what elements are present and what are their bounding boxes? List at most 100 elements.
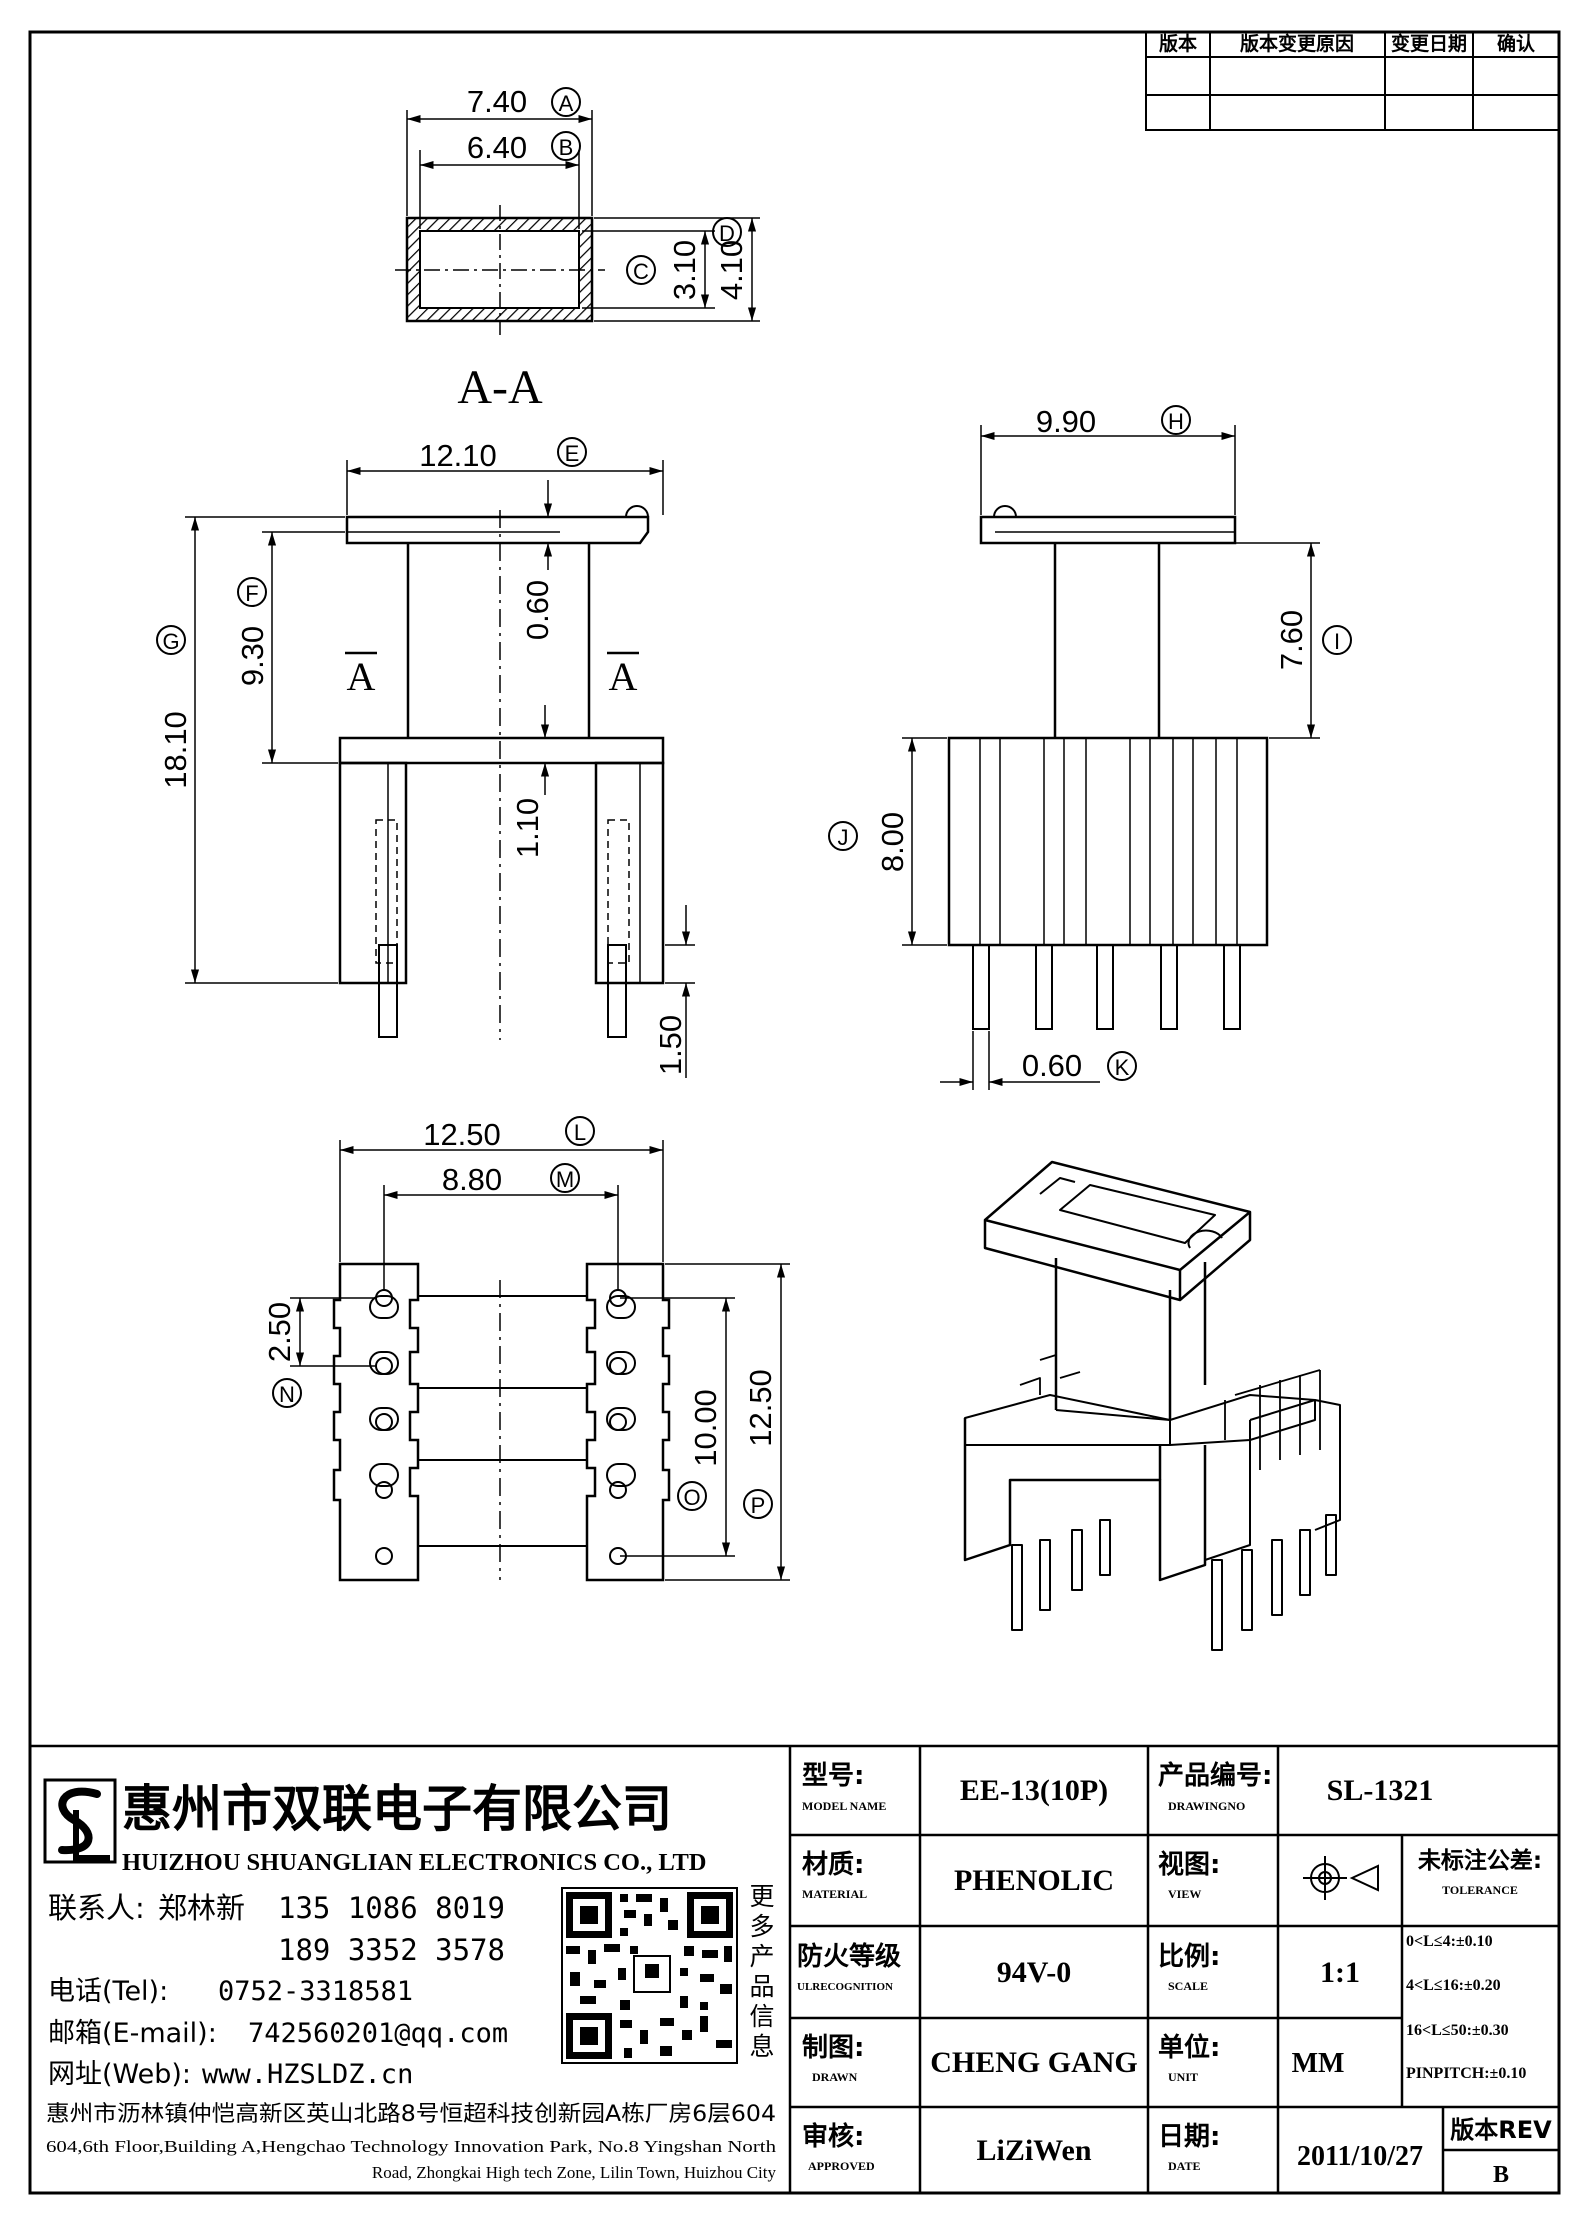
dim-b-value: 6.40 <box>467 130 527 165</box>
dim-b-tag: B <box>559 135 574 160</box>
isometric-view <box>963 1160 1341 1651</box>
dim-g-balloon <box>156 625 186 655</box>
dim-o-value: 10.00 <box>688 1389 723 1467</box>
contact-label: 联系人: <box>48 1891 145 1925</box>
dim-p-balloon <box>743 1489 773 1519</box>
address-en-2: Road, Zhongkai High tech Zone, Lilin Tow… <box>372 2163 777 2182</box>
dim-c-value: 3.10 <box>667 240 702 300</box>
dim-o-tag: O <box>683 1485 700 1510</box>
qr-caption-1: 更 <box>749 1882 774 1911</box>
bottom-view <box>332 1262 671 1582</box>
dim-a-value: 7.40 <box>467 84 527 119</box>
dim-b-balloon <box>551 131 581 161</box>
tel-label: 电话(Tel): <box>48 1976 168 2007</box>
contact-phone-1: 135 1086 8019 <box>278 1891 505 1925</box>
view-label-en: VIEW <box>1168 1887 1201 1901</box>
front-view <box>338 505 665 1040</box>
dim-d-value: 4.10 <box>714 240 749 300</box>
scale-label-cn: 比例: <box>1158 1942 1220 1972</box>
contact-name: 郑林新 <box>158 1891 245 1925</box>
dim-j-tag: J <box>838 825 849 850</box>
dim-g-value: 18.10 <box>158 711 193 789</box>
side-view <box>947 505 1269 1030</box>
dim-k-value: 0.60 <box>1022 1048 1082 1083</box>
dim-h-value: 9.90 <box>1036 404 1096 439</box>
tolerance-label-cn: 未标注公差: <box>1418 1847 1542 1874</box>
tolerance-1: 0<L≤4:±0.10 <box>1406 1933 1493 1950</box>
web-label: 网址(Web): <box>48 2059 191 2090</box>
tel-value: 0752-3318581 <box>218 1976 413 2007</box>
web-value: www.HZSLDZ.cn <box>202 2059 413 2090</box>
tolerance-3: 16<L≤50:±0.30 <box>1406 2022 1509 2039</box>
dim-a-tag: A <box>559 91 574 116</box>
date-value: 2011/10/27 <box>1297 2141 1423 2172</box>
qr-caption-3: 产 <box>749 1942 774 1971</box>
unit-value: MM <box>1292 2048 1345 2079</box>
date-label-en: DATE <box>1168 2159 1200 2173</box>
model-label-cn: 型号: <box>802 1761 864 1791</box>
dim-h-balloon <box>1161 405 1191 435</box>
dim-a-balloon <box>551 87 581 117</box>
qr-caption-2: 多 <box>749 1912 774 1941</box>
qr-code <box>561 1887 738 2064</box>
rev-label: 版本REV <box>1450 2116 1552 2144</box>
qr-caption-4: 品 <box>749 1972 774 2001</box>
drawing-label-cn: 产品编号: <box>1158 1760 1272 1791</box>
fire-label-cn: 防火等级 <box>797 1941 901 1972</box>
dim-m-balloon <box>550 1163 580 1193</box>
qr-caption-5: 信 <box>749 2002 774 2031</box>
email-label: 邮箱(E-mail): <box>48 2018 217 2049</box>
dim-f-tag: F <box>245 581 258 606</box>
dim-p-tag: P <box>751 1493 766 1518</box>
drawing-no-value: SL-1321 <box>1327 1774 1434 1807</box>
view-label-cn: 视图: <box>1158 1850 1220 1880</box>
dim-m-value: 8.80 <box>442 1162 502 1197</box>
dim-g-tag: G <box>162 629 179 654</box>
drawing-border <box>28 30 1561 2195</box>
dim-l-tag: L <box>574 1120 586 1145</box>
fire-label-en: ULRECOGNITION <box>797 1981 893 1993</box>
scale-label-en: SCALE <box>1168 1979 1208 1993</box>
approved-label-en: APPROVED <box>808 2159 875 2173</box>
rev-header-confirm: 确认 <box>1497 32 1535 55</box>
dim-flange-value: 1.10 <box>510 798 545 858</box>
section-mark-right: A <box>609 654 638 699</box>
unit-label-cn: 单位: <box>1158 2032 1220 2063</box>
drawn-value: CHENG GANG <box>930 2046 1138 2079</box>
fire-value: 94V-0 <box>997 1956 1071 1989</box>
dim-d-tag: D <box>719 221 735 246</box>
section-view <box>395 110 760 335</box>
front-view-dims <box>185 460 695 1078</box>
dim-n-value: 2.50 <box>262 1302 297 1362</box>
rev-value: B <box>1493 2162 1509 2188</box>
dim-e-balloon <box>557 437 587 467</box>
approved-label-cn: 审核: <box>802 2121 864 2152</box>
dim-n-balloon <box>272 1378 302 1408</box>
material-label-cn: 材质: <box>802 1850 864 1880</box>
dim-f-balloon <box>237 577 267 607</box>
section-title: A-A <box>457 361 543 414</box>
contact-phone-2: 189 3352 3578 <box>278 1933 505 1967</box>
dim-n-tag: N <box>279 1382 295 1407</box>
dim-i-value: 7.60 <box>1274 610 1309 670</box>
rev-header-reason: 版本变更原因 <box>1240 32 1354 55</box>
dim-l-balloon <box>565 1116 595 1146</box>
dim-d-balloon <box>712 217 742 247</box>
company-name-cn: 惠州市双联电子有限公司 <box>122 1780 672 1838</box>
rev-header-date: 变更日期 <box>1391 32 1467 55</box>
dim-j-value: 8.00 <box>875 812 910 872</box>
dim-c-balloon <box>626 255 656 285</box>
material-value: PHENOLIC <box>954 1864 1114 1897</box>
drawn-label-cn: 制图: <box>802 2033 864 2063</box>
email-value: 742560201@qq.com <box>248 2018 508 2049</box>
model-value: EE-13(10P) <box>960 1774 1108 1807</box>
qr-caption-6: 息 <box>749 2032 774 2061</box>
title-block-grid <box>30 1744 1559 2193</box>
dim-wall-value: 0.60 <box>520 580 555 640</box>
dim-k-tag: K <box>1115 1055 1130 1080</box>
drawn-label-en: DRAWN <box>812 2070 858 2084</box>
drawing-label-en: DRAWINGNO <box>1168 1799 1245 1813</box>
dim-i-balloon <box>1322 625 1352 655</box>
unit-label-en: UNIT <box>1168 2070 1198 2084</box>
dim-e-value: 12.10 <box>419 438 497 473</box>
